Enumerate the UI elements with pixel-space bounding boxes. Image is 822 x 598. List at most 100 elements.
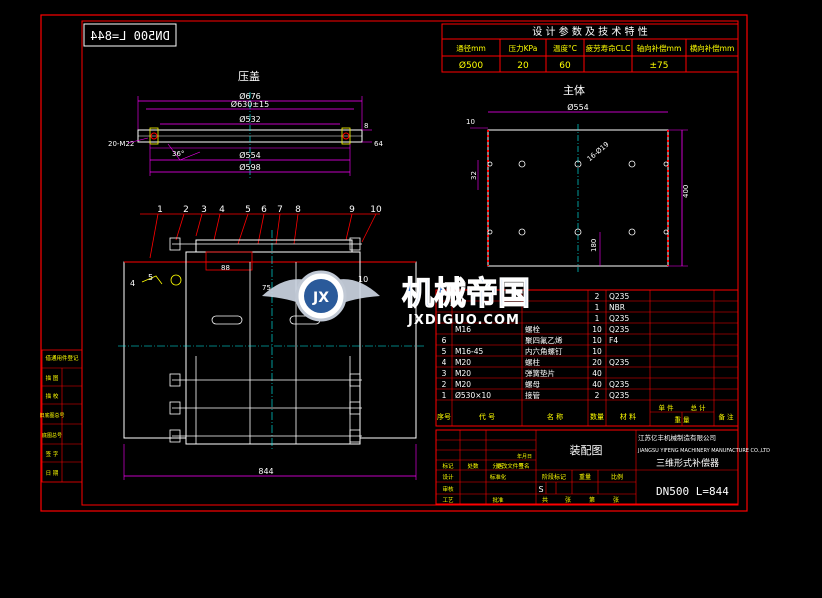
parts-row-no: 1 bbox=[442, 391, 447, 400]
tb-sign: 审核 bbox=[442, 485, 454, 493]
parts-row-code: M16-45 bbox=[455, 347, 483, 356]
inner-frame bbox=[81, 20, 739, 506]
parts-row-name: 聚四氟乙烯 bbox=[525, 335, 563, 345]
watermark-url: JXDIGUO.COM bbox=[407, 313, 520, 328]
tb-sign: 标记 bbox=[442, 462, 454, 470]
parts-header: 材 料 bbox=[620, 412, 636, 421]
tb-label: 张 bbox=[565, 496, 571, 504]
parts-row-name: 螺母 bbox=[525, 379, 540, 389]
parts-row-qty: 10 bbox=[592, 336, 602, 345]
spec-value: 20 bbox=[517, 61, 529, 71]
parts-row-qty: 40 bbox=[592, 380, 602, 389]
drawing-number-stamp: DN500 L=844 bbox=[83, 23, 177, 47]
tb-sign: 工艺 bbox=[442, 497, 454, 504]
spec-header: 横向补偿mm bbox=[690, 43, 735, 53]
parts-header: 备 注 bbox=[718, 412, 734, 421]
parts-row-code: M20 bbox=[455, 369, 471, 378]
spec-header: 温度°C bbox=[553, 43, 577, 53]
drawing-name: 装配图 bbox=[570, 444, 603, 457]
assembly-label: 75 bbox=[262, 284, 271, 292]
parts-row-material: Q235 bbox=[609, 380, 629, 389]
tb-label: 阶段标记 bbox=[542, 473, 566, 481]
spec-value: ±75 bbox=[650, 61, 669, 71]
outer-frame bbox=[40, 14, 748, 512]
parts-row-name: 弹簧垫片 bbox=[525, 368, 555, 378]
parts-row-material: F4 bbox=[609, 336, 618, 345]
parts-row-name: 螺栓 bbox=[525, 324, 540, 334]
strip-label: 旧底图总号 bbox=[39, 412, 64, 419]
assembly-view: 1 2 3 4 5 6 7 8 9 10 bbox=[118, 205, 424, 480]
tb-sign: 分区 bbox=[492, 462, 504, 470]
parts-row-no: 4 bbox=[442, 358, 447, 367]
part-balloon: 4 bbox=[219, 205, 225, 215]
parts-row-material: Q235 bbox=[609, 292, 629, 301]
tb-label: 重量 bbox=[579, 473, 591, 481]
body-title: 主体 bbox=[563, 83, 585, 97]
parts-row-name: 接管 bbox=[525, 390, 540, 400]
parts-header: 名 称 bbox=[547, 412, 563, 421]
parts-header-weight: 重 量 bbox=[674, 416, 690, 424]
body-dim: 10 bbox=[466, 118, 475, 126]
overall-length: 844 bbox=[258, 467, 273, 476]
parts-row-qty: 2 bbox=[595, 292, 600, 301]
tb-label: 张 bbox=[613, 496, 619, 504]
parts-row-qty: 40 bbox=[592, 369, 602, 378]
parts-row-no: 5 bbox=[442, 347, 447, 356]
strip-label: 描 图 bbox=[46, 374, 59, 382]
part-balloon: 5 bbox=[245, 205, 251, 215]
parts-row-material: Q235 bbox=[609, 358, 629, 367]
tb-sign: 处数 bbox=[467, 462, 479, 470]
spec-table: 设 计 参 数 及 技 术 特 性 通径mm 压力KPa 温度°C 疲劳寿命CL… bbox=[441, 23, 739, 73]
left-strip-table: 借通用件登记 描 图 描 校 旧底图总号 底图总号 签 字 日 期 bbox=[39, 349, 83, 483]
parts-row-name: 螺柱 bbox=[525, 357, 540, 367]
watermark-title: 机械帝国 bbox=[402, 274, 530, 312]
spec-value: 60 bbox=[559, 61, 571, 71]
tb-sign: 更改文件号 bbox=[496, 462, 524, 470]
company-cn: 江苏亿丰机械制造有限公司 bbox=[638, 433, 716, 442]
assembly-label: 10 bbox=[358, 275, 368, 284]
body-dim: Ø554 bbox=[567, 102, 589, 112]
part-balloon: 3 bbox=[201, 205, 207, 215]
parts-row-code: Ø530×10 bbox=[455, 391, 491, 400]
parts-header: 数量 bbox=[590, 412, 604, 421]
parts-row-code: M20 bbox=[455, 358, 471, 367]
parts-header: 序号 bbox=[437, 412, 451, 421]
company-en: JIANGSU YIFENG MACHINERY MANUFACTURE CO.… bbox=[637, 448, 770, 454]
watermark: JX 机械帝国 JXDIGUO.COM bbox=[262, 270, 531, 328]
gland-label: 20-M22 bbox=[108, 140, 134, 148]
part-balloon: 6 bbox=[261, 205, 267, 215]
body-dim: 32 bbox=[470, 171, 478, 180]
product-name: 三维形式补偿器 bbox=[656, 457, 719, 469]
gland-dim: Ø554 bbox=[239, 150, 261, 160]
tb-sign: 批准 bbox=[492, 496, 504, 504]
gland-label: 8 bbox=[364, 122, 368, 130]
parts-row-qty: 2 bbox=[595, 391, 600, 400]
parts-row-qty: 10 bbox=[592, 347, 602, 356]
part-balloon: 9 bbox=[349, 205, 355, 215]
product-code: DN500 L=844 bbox=[656, 485, 729, 498]
scale-mark: S bbox=[538, 485, 543, 494]
parts-header: 总 计 bbox=[690, 403, 706, 412]
spec-header: 通径mm bbox=[456, 43, 486, 53]
part-balloon: 1 bbox=[157, 205, 163, 215]
part-balloon: 2 bbox=[183, 205, 189, 215]
tb-label: 共 bbox=[542, 496, 548, 504]
parts-row-qty: 10 bbox=[592, 325, 602, 334]
parts-row-qty: 1 bbox=[595, 314, 600, 323]
parts-row-no: 3 bbox=[442, 369, 447, 378]
tb-sign: 标准化 bbox=[490, 473, 507, 481]
spec-value: Ø500 bbox=[459, 60, 484, 71]
strip-label: 描 校 bbox=[46, 392, 59, 400]
parts-header: 代 号 bbox=[479, 412, 495, 421]
spec-header: 压力KPa bbox=[509, 43, 538, 53]
logo-letters: JX bbox=[312, 290, 329, 306]
gland-label: 36° bbox=[172, 150, 184, 158]
parts-row-material: Q235 bbox=[609, 325, 629, 334]
strip-label: 日 期 bbox=[46, 470, 59, 477]
parts-row-code: M16 bbox=[455, 325, 471, 334]
spec-table-title: 设 计 参 数 及 技 术 特 性 bbox=[532, 25, 647, 38]
strip-label: 借通用件登记 bbox=[45, 354, 79, 362]
tb-label: 第 bbox=[589, 496, 595, 504]
